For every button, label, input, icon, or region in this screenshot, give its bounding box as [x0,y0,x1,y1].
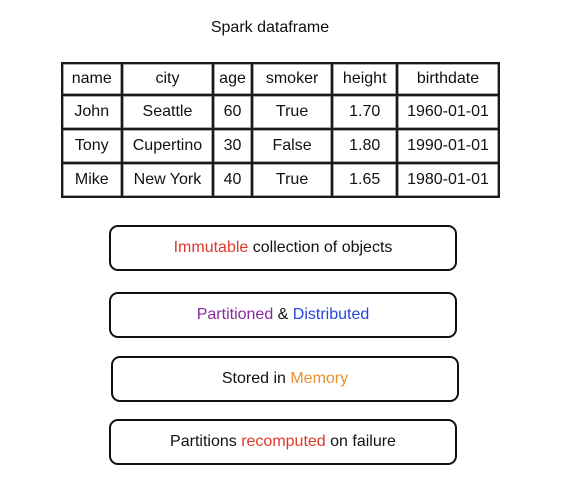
box-text: & [273,306,293,323]
table-cell: 1.70 [331,94,399,130]
table-cell: New York [120,162,215,198]
table-cell: 60 [212,94,253,130]
box-text: collection of objects [248,239,393,256]
table-cell: 30 [212,128,253,164]
column-header: city [120,62,215,96]
immutable-box: Immutable collection of objects [109,225,457,271]
column-header: birthdate [396,62,500,96]
highlight-immutable: Immutable [173,239,249,256]
stored-in-memory-box: Stored in Memory [111,356,459,402]
table-cell: 1.80 [331,128,399,164]
table-cell: Tony [61,128,123,164]
table-row: John Seattle 60 True 1.70 1960-01-01 [61,94,500,130]
table-cell: 1.65 [331,162,399,198]
column-header: age [212,62,253,96]
table-header-row: name city age smoker height birthdate [61,62,500,96]
box-text: Stored in [221,370,291,387]
table-cell: False [250,128,334,164]
table-row: Tony Cupertino 30 False 1.80 1990-01-01 [61,128,500,164]
table-cell: Cupertino [120,128,215,164]
column-header: name [61,62,123,96]
table-cell: John [61,94,123,130]
table-cell: 1980-01-01 [396,162,500,198]
table-cell: True [250,94,334,130]
highlight-partitioned: Partitioned [196,306,274,323]
column-header: smoker [250,62,334,96]
highlight-distributed: Distributed [292,306,370,323]
diagram-title: Spark dataframe [210,19,330,36]
table-cell: 40 [212,162,253,198]
table-cell: Mike [61,162,123,198]
table-row: Mike New York 40 True 1.65 1980-01-01 [61,162,500,198]
table-cell: True [250,162,334,198]
table-cell: 1960-01-01 [396,94,500,130]
dataframe-table: name city age smoker height birthdate Jo… [61,62,500,198]
box-text: on failure [325,433,396,450]
highlight-memory: Memory [290,370,349,387]
table-cell: Seattle [120,94,215,130]
box-text: Partitions [170,433,242,450]
recomputed-box: Partitions recomputed on failure [109,419,457,465]
highlight-recomputed: recomputed [241,433,326,450]
table-cell: 1990-01-01 [396,128,500,164]
column-header: height [331,62,399,96]
partitioned-distributed-box: Partitioned & Distributed [109,292,457,338]
